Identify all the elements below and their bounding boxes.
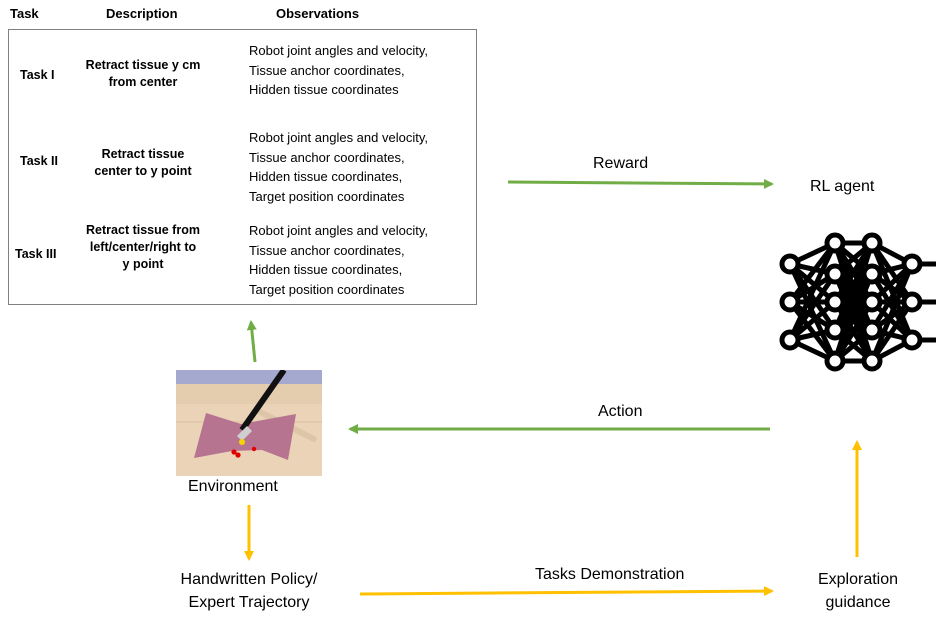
- network-edge: [869, 263, 915, 362]
- network-node: [824, 263, 846, 285]
- network-node: [901, 329, 923, 351]
- robot-tool: [239, 370, 287, 432]
- network-edge: [787, 241, 838, 342]
- network-node: [861, 319, 883, 341]
- network-node: [861, 263, 883, 285]
- environment-image: [176, 370, 322, 476]
- header-observations: Observations: [276, 6, 360, 21]
- task-table: [8, 29, 477, 305]
- network-node: [779, 291, 801, 313]
- network-node: [901, 253, 923, 275]
- network-node: [824, 232, 846, 254]
- network-edge: [869, 300, 915, 363]
- neural-network-icon: [779, 232, 936, 372]
- network-edge: [787, 262, 838, 363]
- network-edge: [869, 242, 915, 341]
- network-node: [861, 350, 883, 372]
- task-cell: Task III: [15, 247, 57, 261]
- network-edge: [832, 300, 875, 363]
- task-cell: Task I: [20, 68, 55, 82]
- network-node: [779, 253, 801, 275]
- environment-label: Environment: [188, 478, 278, 495]
- observation-arrow: [246, 320, 257, 363]
- network-edge: [788, 300, 837, 363]
- network-node: [824, 350, 846, 372]
- reward-label: Reward: [593, 155, 649, 172]
- header-task: Task: [10, 6, 39, 21]
- demonstration-label: Tasks Demonstration: [535, 566, 685, 583]
- network-edge: [788, 241, 837, 304]
- action-label: Action: [598, 403, 643, 420]
- network-node: [901, 291, 923, 313]
- network-node: [824, 319, 846, 341]
- header-description: Description: [106, 6, 178, 21]
- network-node: [779, 329, 801, 351]
- demonstration-arrow: [359, 586, 774, 597]
- network-node: [861, 232, 883, 254]
- network-node: [824, 291, 846, 313]
- wall-region: [176, 370, 322, 384]
- policy-label: Handwritten Policy/Expert Trajectory: [180, 571, 318, 611]
- network-node: [861, 291, 883, 313]
- rl-agent-label: RL agent: [810, 178, 875, 195]
- observations-cell: Robot joint angles and velocity,Tissue a…: [249, 130, 428, 204]
- observations-cell: Robot joint angles and velocity,Tissue a…: [249, 223, 428, 297]
- network-edge: [787, 272, 838, 342]
- observations-cell: Robot joint angles and velocity,Tissue a…: [249, 43, 428, 97]
- task-cell: Task II: [20, 154, 58, 168]
- reward-arrow: [507, 178, 774, 189]
